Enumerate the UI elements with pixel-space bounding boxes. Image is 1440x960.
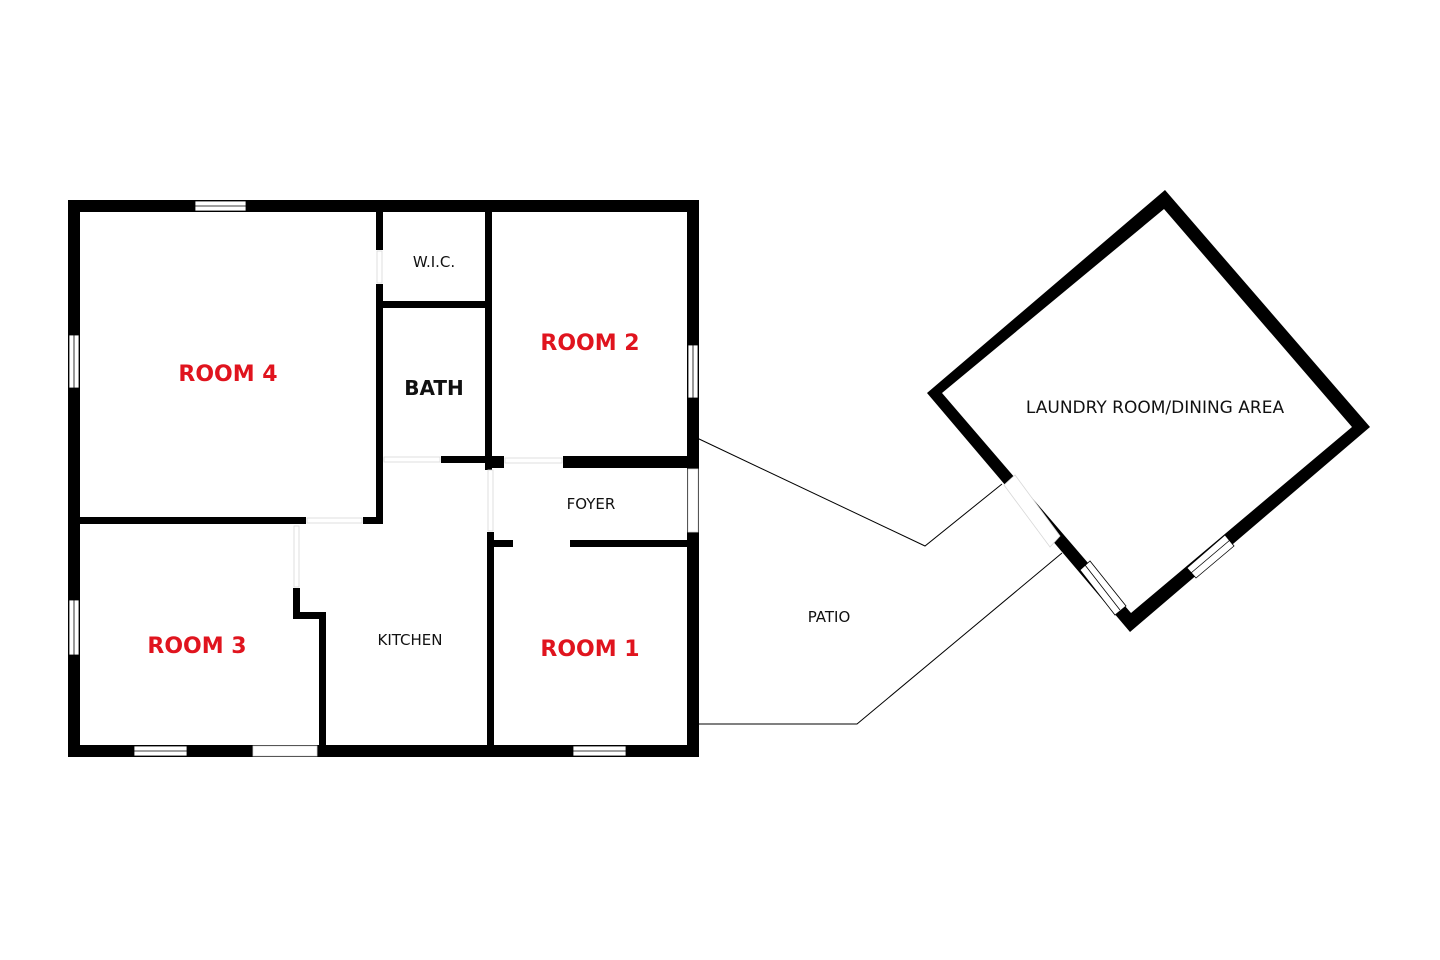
window-laundry-southwest	[1079, 560, 1127, 616]
label-laundry: LAUNDRY ROOM/DINING AREA	[1026, 398, 1285, 418]
window-laundry-southeast	[1186, 534, 1235, 579]
window-room4-north	[194, 200, 247, 212]
window-room1-south	[572, 745, 627, 757]
window-room3-south	[133, 745, 188, 757]
windows	[68, 200, 699, 757]
room-labels: ROOM 4 ROOM 2 ROOM 3 ROOM 1 BATH W.I.C. …	[147, 253, 1284, 662]
label-room1: ROOM 1	[540, 637, 639, 662]
patio-outline	[696, 437, 1063, 725]
window-room2-east	[687, 344, 699, 399]
label-room3: ROOM 3	[147, 634, 246, 659]
label-room2: ROOM 2	[540, 331, 639, 356]
door-openings	[252, 250, 699, 757]
label-kitchen: KITCHEN	[378, 631, 443, 649]
laundry-room-walls	[927, 190, 1370, 632]
label-patio: PATIO	[808, 608, 851, 626]
window-room3-west	[68, 599, 80, 656]
interior-walls	[80, 212, 699, 747]
label-wic: W.I.C.	[413, 253, 455, 271]
exterior-walls	[68, 200, 699, 757]
label-foyer: FOYER	[567, 495, 616, 513]
window-room4-west	[68, 334, 80, 389]
label-bath: BATH	[404, 376, 464, 400]
label-room4: ROOM 4	[178, 362, 277, 387]
